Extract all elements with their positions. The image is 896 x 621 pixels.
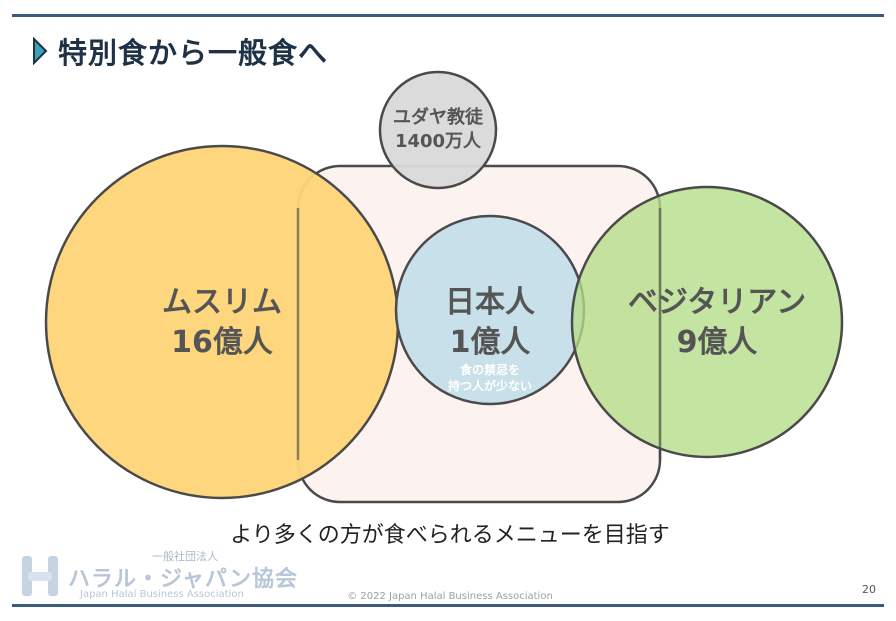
muslim-count: 16億人 [171,325,273,360]
caption: より多くの方が食べられるメニューを目指す [230,523,670,548]
h-logo-icon [22,556,58,596]
jewish-circle [378,70,498,190]
vegetarian-count: 9億人 [676,325,758,360]
jewish-label: ユダヤ教徒 1400万人 [380,106,496,154]
page-number: 20 [862,583,876,596]
japanese-count: 1億人 [449,325,531,360]
japanese-name: 日本人 [445,285,535,320]
vegetarian-label: ベジタリアン 9億人 [612,283,822,363]
japanese-note-line2: 持つ人が少ない [447,379,532,393]
title-bar: 特別食から一般食へ [32,30,328,72]
logo-name: ハラル・ジャパン協会 [68,567,299,592]
vegetarian-name: ベジタリアン [627,285,807,320]
page-title: 特別食から一般食へ [58,36,329,70]
japanese-note-line1: 食の禁忌を [459,363,520,377]
vegetarian-circle [570,185,844,459]
muslim-label: ムスリム 16億人 [132,283,312,363]
jewish-count: 1400万人 [394,131,482,152]
play-triangle-icon [33,37,48,65]
jewish-name: ユダヤ教徒 [393,107,483,128]
organization-logo: 一般社団法人 ハラル・ジャパン協会 Japan Halal Business A… [18,548,297,604]
logo-subtitle: 一般社団法人 [152,550,218,563]
general-food-box-overlap-edge [296,208,662,460]
bottom-rule [12,604,884,607]
japanese-label: 日本人 1億人 [410,283,570,363]
top-rule [12,14,884,17]
japanese-note: 食の禁忌を 持つ人が少ない [420,362,560,394]
muslim-name: ムスリム [162,285,282,320]
logo-english: Japan Halal Business Association [80,589,244,600]
copyright: © 2022 Japan Halal Business Association [347,591,553,602]
